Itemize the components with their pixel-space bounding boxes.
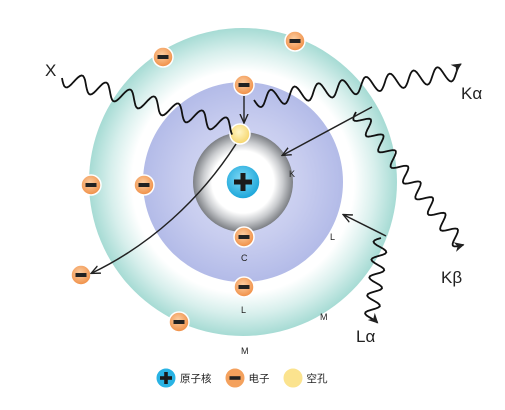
- k-beta-wave: [352, 111, 465, 252]
- electron: [233, 74, 255, 96]
- l-to-k-arrow: [283, 106, 373, 155]
- legend-electron-label: 电子: [248, 372, 270, 385]
- electron: [80, 174, 102, 196]
- k-alpha-label: Kα: [461, 84, 482, 103]
- shell-m-label: M: [320, 312, 328, 322]
- shell-l-label: L: [330, 232, 335, 242]
- nucleus-icon: [155, 367, 177, 389]
- k-beta-label: Kβ: [441, 268, 462, 287]
- electron: [152, 46, 174, 68]
- electron: [284, 30, 306, 52]
- m-label: M: [241, 346, 249, 356]
- legend-electron: 电子: [224, 367, 270, 389]
- legend-nucleus: 原子核: [155, 367, 212, 389]
- legend-hole-label: 空孔: [306, 372, 328, 385]
- legend-nucleus-label: 原子核: [180, 372, 212, 385]
- m-to-l-arrow: [344, 215, 387, 237]
- electron: [168, 311, 190, 333]
- electron: [233, 226, 255, 248]
- electron: [70, 264, 92, 286]
- l-alpha-label: Lα: [356, 327, 375, 346]
- l-label: L: [241, 305, 246, 315]
- incoming-xray-wave: [61, 74, 233, 135]
- hole-icon: [282, 367, 303, 389]
- photoelectron-arrow: [92, 143, 237, 273]
- k-alpha-wave: [253, 63, 462, 109]
- c-label: C: [241, 253, 248, 263]
- legend-hole: 空孔: [282, 367, 328, 389]
- nucleus: [225, 164, 261, 200]
- l-alpha-wave: [364, 237, 388, 324]
- electron: [233, 276, 255, 298]
- x-ray-label: X: [45, 61, 56, 80]
- hole: [229, 123, 251, 145]
- electron-icon: [224, 367, 245, 389]
- shell-k-label: K: [289, 169, 295, 179]
- electron: [133, 174, 155, 196]
- legend: 原子核 电子 空孔: [155, 366, 340, 390]
